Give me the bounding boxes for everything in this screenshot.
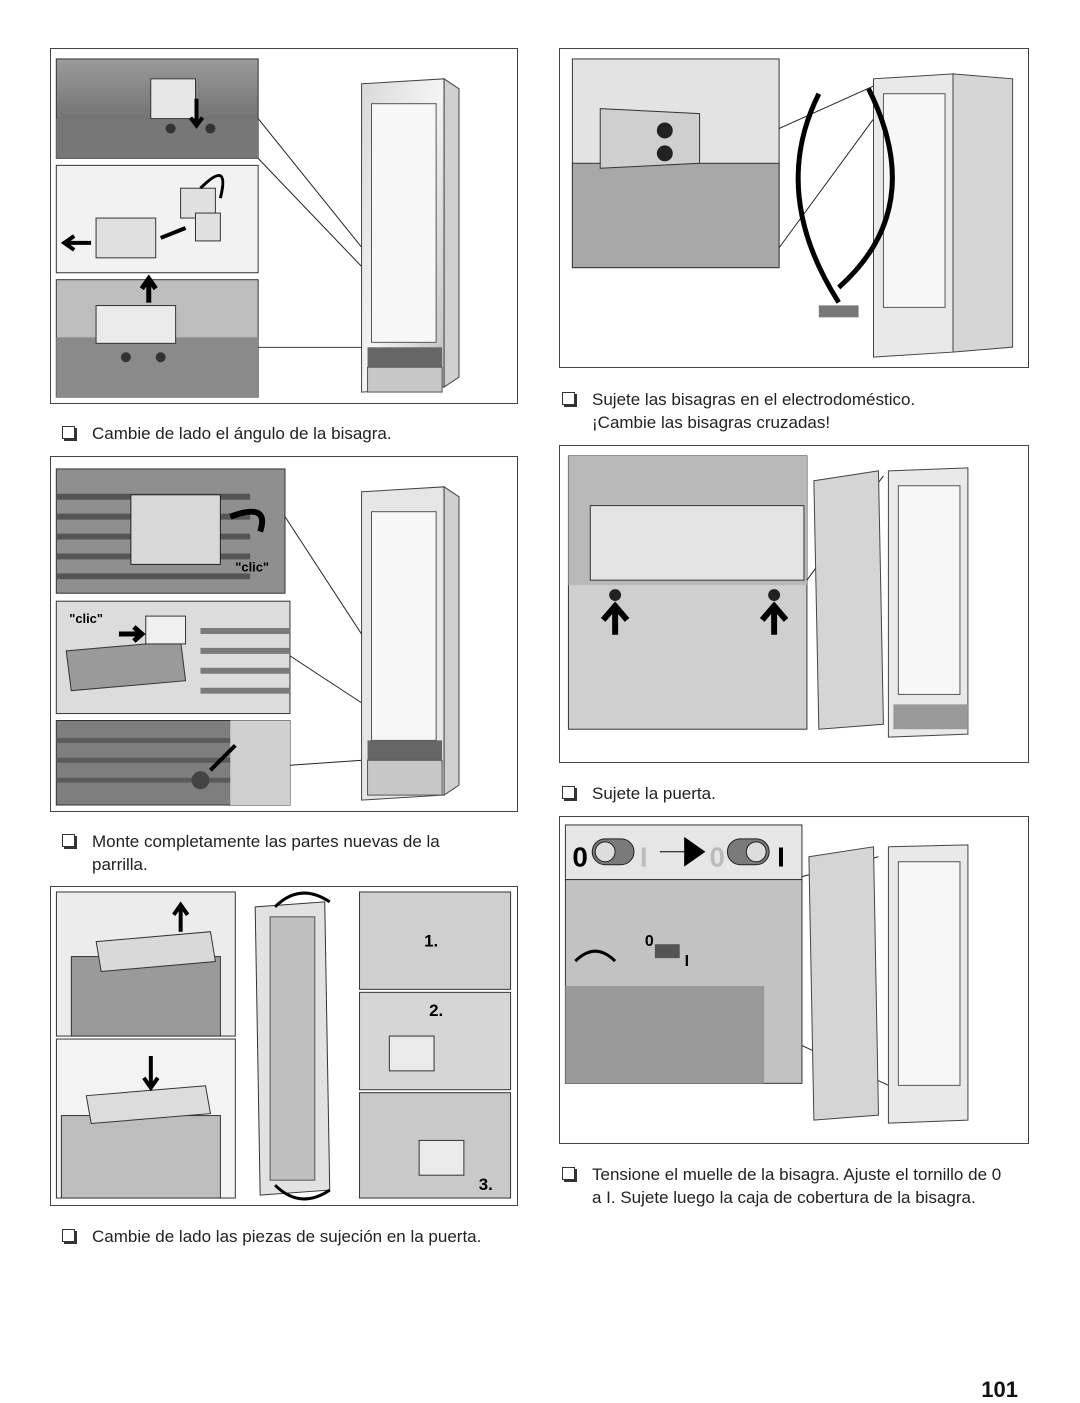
grille-parts-illustration: "clic" "clic"	[55, 468, 460, 806]
hinge-spring-illustration: 0 I 0 I 0 I	[564, 824, 969, 1124]
step-label: 3.	[479, 1175, 493, 1194]
attach-door-illustration	[567, 455, 969, 738]
checkbox-icon	[562, 1167, 575, 1180]
figure-hinge-spring: 0 I 0 I 0 I	[559, 816, 1029, 1144]
crossed-hinges-illustration	[571, 58, 1014, 358]
clic-label: "clic"	[235, 559, 269, 574]
page-number: 101	[981, 1377, 1018, 1402]
checkbox-icon	[562, 786, 575, 799]
figure-attach-door	[559, 445, 1029, 763]
dial-i: I	[685, 953, 689, 970]
switch-zero: 0	[572, 842, 587, 873]
figure-hinge-angle	[50, 48, 518, 404]
step-label: 1.	[424, 932, 438, 951]
checkbox-icon	[62, 426, 75, 439]
checkbox-icon	[562, 392, 575, 405]
door-fasteners-illustration: 1. 2. 3.	[55, 891, 512, 1201]
clic-label: "clic"	[69, 611, 103, 626]
figure-grille-parts: "clic" "clic"	[50, 456, 518, 812]
checkbox-icon	[62, 834, 75, 847]
step-label: 2.	[429, 1001, 443, 1020]
dial-zero: 0	[645, 933, 654, 950]
switch-i: I	[640, 842, 648, 873]
hinge-angle-illustration	[55, 58, 460, 398]
figure-crossed-hinges	[559, 48, 1029, 368]
figure-door-fasteners: 1. 2. 3.	[50, 886, 518, 1206]
switch-i: I	[777, 842, 785, 873]
switch-zero: 0	[710, 842, 725, 873]
checkbox-icon	[62, 1229, 75, 1242]
